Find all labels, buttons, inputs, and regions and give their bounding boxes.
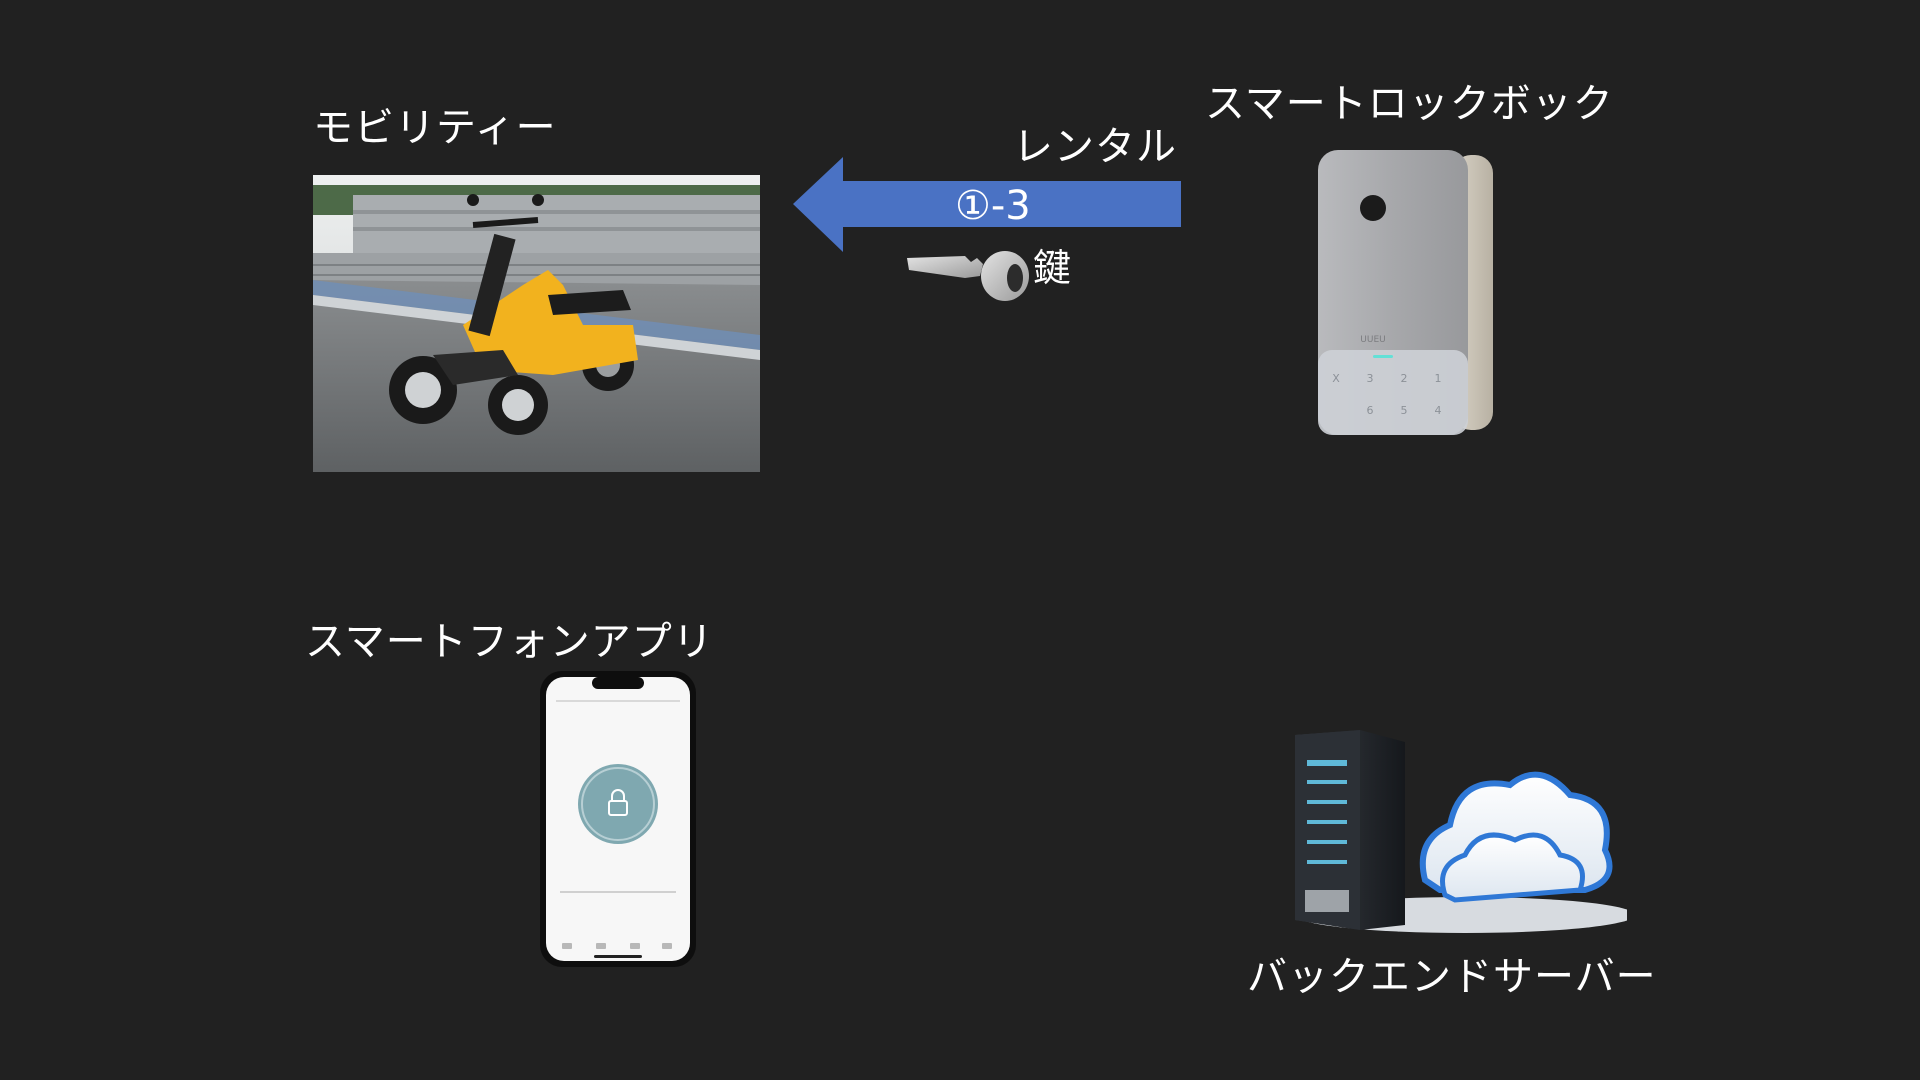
scooter-photo	[313, 175, 760, 472]
rental-arrow	[793, 157, 1181, 252]
app-label: スマートフォンアプリ	[305, 619, 714, 665]
keypad-key[interactable]: 4	[1435, 404, 1442, 417]
rental-label: レンタル	[1013, 124, 1177, 170]
backend-server-image	[1295, 730, 1627, 933]
key-label: 鍵	[1033, 246, 1073, 290]
keypad-key[interactable]: 5	[1401, 404, 1408, 417]
cloud-icon	[1419, 771, 1613, 903]
lockbox-brand: UUEU	[1360, 335, 1385, 345]
lock-icon[interactable]	[608, 789, 628, 816]
mobility-label: モビリティー	[313, 105, 557, 151]
backend-label: バックエンドサーバー	[1247, 954, 1657, 1000]
step-number: ①-3	[955, 183, 1031, 229]
keypad-key[interactable]: X	[1332, 372, 1340, 385]
smart-lockbox-image: UUEU X 3 2 1 6 5 4	[1318, 150, 1493, 435]
smartphone-app-image	[540, 671, 696, 967]
key-icon	[907, 251, 1029, 301]
keypad-key[interactable]: 3	[1367, 372, 1374, 385]
keypad-key[interactable]: 6	[1367, 404, 1374, 417]
keypad-key[interactable]: 2	[1401, 372, 1408, 385]
lockbox-label: スマートロックボック	[1205, 81, 1614, 127]
server-rack-icon	[1295, 730, 1405, 930]
keypad-key[interactable]: 1	[1435, 372, 1442, 385]
